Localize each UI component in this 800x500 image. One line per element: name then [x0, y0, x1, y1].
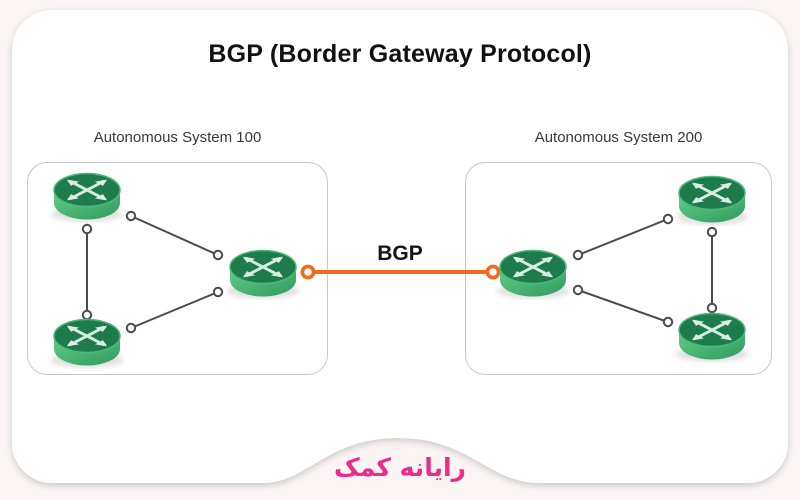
bgp-link-label: BGP	[377, 242, 423, 265]
as100-box	[27, 162, 328, 375]
as200-label: Autonomous System 200	[534, 129, 703, 146]
page-title: BGP (Border Gateway Protocol)	[208, 40, 592, 68]
as100-label: Autonomous System 100	[93, 129, 262, 146]
brand-logo-text: رایانه کمک	[334, 453, 466, 482]
as200-box	[465, 162, 772, 375]
